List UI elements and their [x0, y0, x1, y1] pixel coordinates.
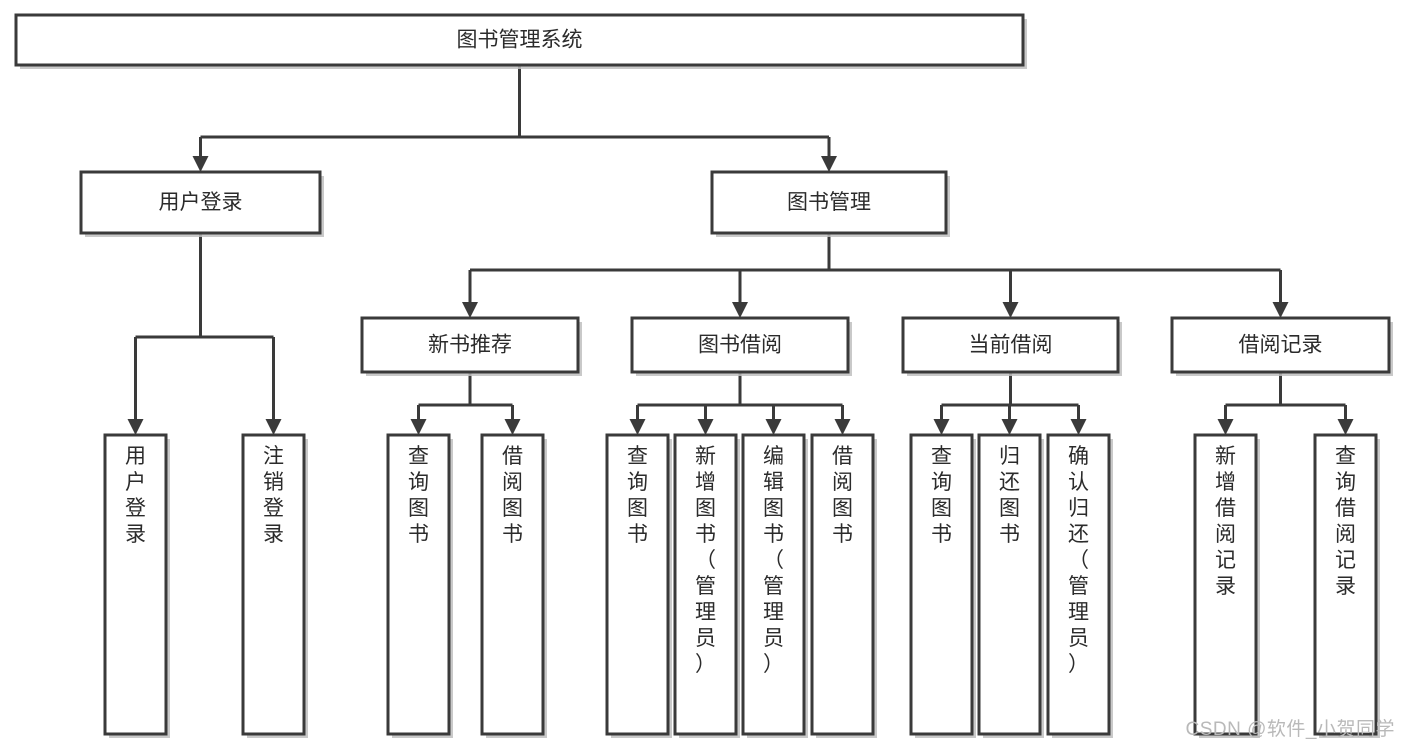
node-edit-book-admin[interactable]: 编辑图书（管理员）	[741, 433, 808, 738]
arrow-head	[821, 156, 837, 172]
node-label: 查询图书	[627, 445, 648, 546]
arrow-head	[192, 156, 209, 172]
arrow-head	[732, 302, 748, 318]
node-label: 编辑图书（管理员）	[763, 445, 784, 676]
node-query-book-1[interactable]: 查询图书	[386, 433, 453, 738]
node-new-book-rec[interactable]: 新书推荐	[360, 316, 582, 376]
arrow-head	[410, 419, 427, 435]
node-box	[79, 170, 322, 235]
node-box	[1313, 433, 1378, 736]
arrow-head	[697, 419, 714, 435]
node-label: 图书管理系统	[457, 29, 583, 52]
node-borrow-book-1[interactable]: 借阅图书	[480, 433, 547, 738]
node-label: 借阅图书	[502, 445, 523, 546]
node-query-borrow-record[interactable]: 查询借阅记录	[1313, 433, 1380, 738]
arrow-head	[1070, 419, 1087, 435]
node-root[interactable]: 图书管理系统	[14, 13, 1027, 69]
node-box	[630, 316, 850, 374]
node-label: 借阅图书	[832, 445, 853, 546]
node-box	[673, 433, 738, 736]
node-query-book-2[interactable]: 查询图书	[605, 433, 672, 738]
arrow-head	[1217, 419, 1234, 435]
node-box	[14, 13, 1025, 67]
node-add-borrow-record[interactable]: 新增借阅记录	[1193, 433, 1260, 738]
node-add-book-admin[interactable]: 新增图书（管理员）	[673, 433, 740, 738]
connector-layer	[127, 65, 1354, 435]
node-label: 确认归还（管理员）	[1068, 445, 1089, 676]
node-current-borrow[interactable]: 当前借阅	[901, 316, 1122, 376]
node-label: 图书管理	[787, 191, 871, 214]
node-box	[909, 433, 974, 736]
node-label: 用户登录	[159, 191, 243, 214]
arrow-head	[765, 419, 782, 435]
node-layer: 图书管理系统用户登录用户登录注销登录图书管理新书推荐查询图书借阅图书图书借阅查询…	[14, 13, 1393, 738]
node-user-logout[interactable]: 注销登录	[241, 433, 308, 738]
node-label: 注销登录	[263, 445, 284, 546]
node-box	[103, 433, 168, 736]
node-box	[901, 316, 1120, 374]
node-confirm-return-admin[interactable]: 确认归还（管理员）	[1046, 433, 1113, 738]
node-label: 查询借阅记录	[1335, 445, 1356, 598]
arrow-head	[834, 419, 851, 435]
arrow-head	[127, 419, 144, 435]
node-box	[360, 316, 580, 374]
arrow-head	[1002, 302, 1019, 318]
node-label: 归还图书	[999, 445, 1020, 546]
node-label: 新增图书（管理员）	[695, 445, 716, 676]
node-label: 图书借阅	[698, 334, 782, 357]
node-borrow-records[interactable]: 借阅记录	[1170, 316, 1393, 376]
arrow-head	[629, 419, 646, 435]
arrow-head	[265, 419, 282, 435]
node-box	[241, 433, 306, 736]
node-query-book-3[interactable]: 查询图书	[909, 433, 976, 738]
arrow-head	[462, 302, 478, 318]
node-label: 查询图书	[931, 445, 952, 546]
arrow-head	[504, 419, 521, 435]
node-box	[480, 433, 545, 736]
node-label: 借阅记录	[1239, 334, 1323, 357]
node-book-manage[interactable]: 图书管理	[710, 170, 950, 237]
arrow-head	[1272, 302, 1289, 318]
arrow-head	[1001, 419, 1018, 435]
node-user-login-do[interactable]: 用户登录	[103, 433, 170, 738]
node-box	[1170, 316, 1391, 374]
node-user-login[interactable]: 用户登录	[79, 170, 324, 237]
arrow-head	[1337, 419, 1354, 435]
node-box	[977, 433, 1042, 736]
node-box	[1193, 433, 1258, 736]
node-borrow-book-2[interactable]: 借阅图书	[810, 433, 877, 738]
node-return-book[interactable]: 归还图书	[977, 433, 1044, 738]
node-label: 用户登录	[125, 445, 146, 546]
node-label: 新增借阅记录	[1215, 445, 1236, 598]
node-box	[386, 433, 451, 736]
node-box	[605, 433, 670, 736]
node-box	[741, 433, 806, 736]
node-label: 新书推荐	[428, 334, 512, 357]
arrow-head	[933, 419, 950, 435]
node-box	[710, 170, 948, 235]
node-book-borrow[interactable]: 图书借阅	[630, 316, 852, 376]
node-box	[810, 433, 875, 736]
node-label: 当前借阅	[969, 334, 1053, 357]
node-label: 查询图书	[408, 445, 429, 546]
node-box	[1046, 433, 1111, 736]
